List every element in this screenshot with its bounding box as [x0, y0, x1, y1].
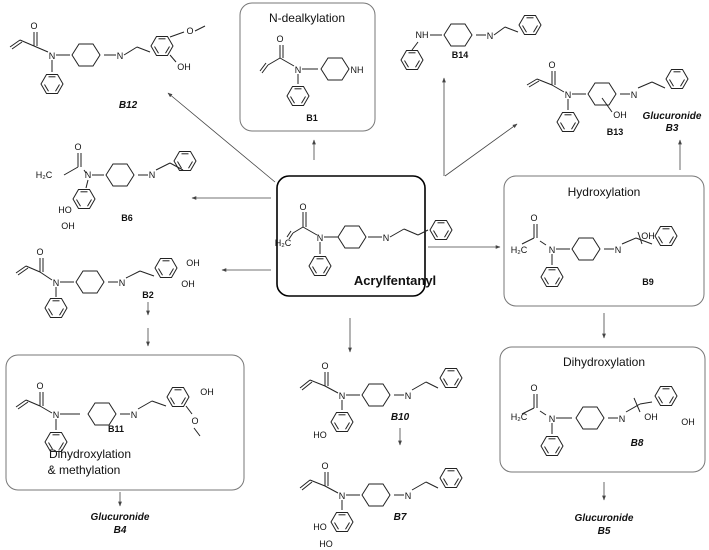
atom-oh: OH: [613, 110, 627, 120]
atom-n: N: [405, 491, 412, 501]
atom-n: N: [339, 391, 346, 401]
glucuronide-label: Glucuronide: [643, 111, 702, 122]
compound-label-b1: B1: [306, 113, 318, 123]
atom-oh: OH: [61, 221, 75, 231]
glucuronide-label: Glucuronide: [91, 512, 150, 523]
b9-structure: O H₂C N N OH B9: [511, 213, 678, 287]
dihydroxylation-box: [499, 346, 706, 473]
atom-n: N: [53, 278, 60, 288]
atom-o: O: [530, 213, 537, 223]
compound-label-b12: B12: [119, 100, 138, 111]
parent-compound-name: Acrylfentanyl: [354, 273, 436, 288]
atom-h2c: H₂C: [36, 170, 53, 180]
reaction-arrows: [118, 77, 682, 507]
compound-label-b7: B7: [394, 512, 407, 523]
n-dealkylation-box: [239, 2, 376, 132]
atom-o: O: [321, 361, 328, 371]
n-dealkylation-title: N-dealkylation: [269, 11, 345, 25]
atom-o: O: [36, 247, 43, 257]
atom-oh: OH: [641, 231, 655, 241]
atom-h2c: H₂C: [511, 412, 528, 422]
b10-structure: O N N HO B10: [299, 361, 463, 440]
compound-label-b4: B4: [114, 525, 127, 536]
b2-structure: O N N OH OH B2: [15, 247, 200, 318]
atom-oh: OH: [681, 417, 695, 427]
atom-o: O: [276, 34, 283, 44]
atom-oh: OH: [200, 387, 214, 397]
b7-structure: O N N HO HO B7: [299, 461, 463, 549]
acrylfentanyl-box: [276, 175, 426, 297]
hydroxylation-title: Hydroxylation: [568, 185, 641, 199]
dihydroxylation-methylation-title-1: Dihydroxylation: [49, 447, 131, 461]
compound-label-b14: B14: [452, 50, 469, 60]
atom-n: N: [117, 51, 124, 61]
atom-n: N: [119, 278, 126, 288]
atom-n: N: [549, 414, 556, 424]
atom-n: N: [49, 51, 56, 61]
b11-structure: O N N OH O B11 Glucuronide B4: [15, 381, 214, 536]
atom-h2c: H₂C: [511, 245, 528, 255]
atom-o: O: [530, 383, 537, 393]
atom-n: N: [619, 414, 626, 424]
atom-nh: NH: [416, 30, 429, 40]
b14-structure: NH N B14: [400, 15, 542, 70]
atom-n: N: [53, 410, 60, 420]
atom-nh: NH: [351, 65, 364, 75]
atom-n: N: [383, 233, 390, 243]
compound-label-b5: B5: [598, 526, 611, 537]
compound-label-b6: B6: [121, 213, 133, 223]
atom-o: O: [30, 21, 37, 31]
atom-ho: HO: [319, 539, 333, 549]
atom-o: O: [321, 461, 328, 471]
atom-oh: OH: [181, 279, 195, 289]
b13-structure: O N N OH B13 Glucuronide B3: [526, 60, 702, 137]
atom-oh: OH: [186, 258, 200, 268]
compound-label-b13: B13: [607, 127, 624, 137]
atom-o: O: [299, 202, 306, 212]
hydroxylation-box: [503, 175, 705, 307]
atom-oh: OH: [644, 412, 658, 422]
atom-oh: OH: [177, 62, 191, 72]
atom-o: O: [548, 60, 555, 70]
atom-n: N: [549, 245, 556, 255]
atom-n: N: [631, 90, 638, 100]
b1-structure: O N NH B1: [259, 34, 364, 123]
atom-n: N: [339, 491, 346, 501]
atom-n: N: [565, 90, 572, 100]
acrylfentanyl-structure: O N N H₂C: [275, 202, 453, 276]
compound-label-b8: B8: [631, 438, 644, 449]
compound-label-b11: B11: [108, 424, 124, 434]
compound-label-b3: B3: [666, 123, 679, 134]
atom-n: N: [487, 31, 494, 41]
dihydroxylation-methylation-title-2: & methylation: [48, 463, 121, 477]
atom-n: N: [615, 245, 622, 255]
dihydroxylation-title: Dihydroxylation: [563, 355, 645, 369]
compound-label-b2: B2: [142, 290, 154, 300]
atom-n: N: [85, 170, 92, 180]
atom-o: O: [191, 416, 198, 426]
atom-o: O: [74, 142, 81, 152]
glucuronide-label: Glucuronide: [575, 513, 634, 524]
atom-n: N: [149, 170, 156, 180]
b6-structure: O H₂C N N HO OH B6: [36, 142, 197, 231]
atom-n: N: [131, 410, 138, 420]
b12-structure: O N N O OH B12: [9, 21, 206, 111]
compound-label-b9: B9: [642, 277, 654, 287]
atom-h2c: H₂C: [275, 238, 292, 248]
atom-n: N: [317, 233, 324, 243]
atom-ho: HO: [313, 522, 327, 532]
b8-structure: O H₂C N N OH OH B8 Glucuronide B5: [511, 383, 695, 537]
atom-o: O: [36, 381, 43, 391]
atom-ho: HO: [58, 205, 72, 215]
atom-n: N: [405, 391, 412, 401]
dihydroxylation-methylation-box: [5, 354, 245, 491]
atom-n: N: [295, 65, 302, 75]
compound-label-b10: B10: [391, 412, 410, 423]
atom-o: O: [186, 26, 193, 36]
atom-ho: HO: [313, 430, 327, 440]
